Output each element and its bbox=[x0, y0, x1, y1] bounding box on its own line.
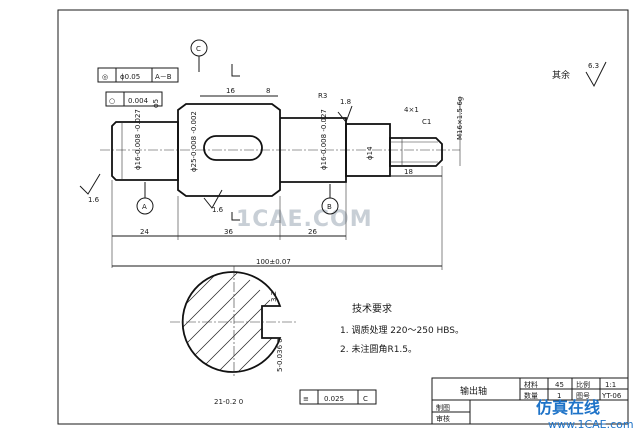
sec-keyw: 5-0.036 0 bbox=[276, 338, 284, 372]
roughness-key-icon bbox=[337, 105, 353, 123]
tolerance-frame-coaxiality bbox=[97, 67, 179, 83]
dim-thread-len: 18 bbox=[404, 168, 413, 176]
qty-value: 1 bbox=[557, 392, 561, 400]
roughness-mid-icon bbox=[203, 189, 223, 209]
tolerance-frame-symmetry bbox=[299, 389, 377, 405]
datum-c-label: C bbox=[196, 45, 201, 53]
dim-keyway-length: 16 bbox=[226, 87, 235, 95]
scale-label: 比例 bbox=[576, 380, 590, 389]
notes-title: 技术要求 bbox=[352, 302, 392, 315]
coaxiality-datum: A－B bbox=[155, 73, 172, 81]
material-label: 材料 bbox=[524, 380, 538, 389]
section-marker-bottom bbox=[231, 212, 240, 221]
roughness-key: 1.8 bbox=[340, 98, 351, 106]
qty-label: 数量 bbox=[524, 391, 538, 400]
dwg-value: YT-06 bbox=[601, 392, 622, 400]
datum-b-label: B bbox=[327, 203, 332, 211]
surface-finish-other: 其余 bbox=[552, 69, 570, 81]
dim-thread-relief: 4×1 bbox=[404, 106, 419, 114]
watermark-brand: 仿真在线 bbox=[536, 398, 600, 417]
dwg-label: 图号 bbox=[576, 392, 590, 400]
dim-d-right: ϕ16-0.008 -0.027 bbox=[320, 109, 328, 170]
thread bbox=[389, 137, 443, 167]
dim-radius: R3 bbox=[318, 92, 327, 100]
symmetry-symbol-icon: ≡ bbox=[303, 395, 309, 403]
roughness-mid: 1.6 bbox=[212, 206, 224, 214]
dim-d-neck: ϕ14 bbox=[366, 146, 374, 160]
sec-rough: 3.2 bbox=[270, 291, 278, 302]
material-value: 45 bbox=[555, 381, 564, 389]
tolerance-frame-cylindricity bbox=[105, 91, 163, 107]
dim-thread: M16×1.5-6g bbox=[456, 97, 464, 140]
surface-finish-icon bbox=[585, 61, 607, 88]
title-block bbox=[431, 377, 629, 425]
collar bbox=[177, 103, 281, 197]
notes-item-2: 2. 未注圆角R1.5。 bbox=[340, 343, 417, 355]
dim-len-mid: 36 bbox=[224, 228, 233, 236]
cylindricity-symbol-icon: ○ bbox=[109, 97, 115, 105]
drawn-label: 制图 bbox=[436, 403, 450, 412]
dim-d-left: ϕ16-0.008 -0.027 bbox=[134, 109, 142, 170]
shaft-main-view bbox=[100, 103, 460, 197]
checked-label: 审核 bbox=[436, 414, 450, 423]
coaxiality-value: ϕ0.05 bbox=[120, 73, 140, 81]
dim-total: 100±0.07 bbox=[256, 258, 291, 266]
section-view bbox=[170, 266, 296, 378]
coaxiality-symbol-icon: ◎ bbox=[102, 73, 108, 81]
roughness-left-icon bbox=[79, 173, 101, 195]
surface-finish-value: 6.3 bbox=[588, 62, 599, 70]
drawing-border bbox=[57, 9, 629, 425]
dimensions bbox=[111, 95, 461, 270]
dim-chamfer: C1 bbox=[422, 118, 431, 126]
dim-d-collar: ϕ25-0.008 -0.002 bbox=[190, 111, 198, 172]
cylindricity-value: 0.004 bbox=[128, 97, 149, 105]
symmetry-datum: C bbox=[363, 395, 368, 403]
roughness-left: 1.6 bbox=[88, 196, 100, 204]
dim-len-left: 24 bbox=[140, 228, 149, 236]
sec-width: 21-0.2 0 bbox=[214, 398, 243, 406]
watermark-main: 1CAE.COM bbox=[236, 207, 373, 232]
datum-a-label: A bbox=[142, 203, 147, 211]
watermark-url: www.1CAE.com bbox=[548, 418, 634, 431]
keyway bbox=[203, 135, 263, 161]
section-marker-top bbox=[231, 64, 240, 77]
scale-value: 1:1 bbox=[605, 381, 616, 389]
dim-len-right: 26 bbox=[308, 228, 317, 236]
symmetry-value: 0.025 bbox=[324, 395, 344, 403]
dim-keyway-pos: 8 bbox=[266, 87, 270, 95]
dim-d-key: ϕ5 bbox=[152, 99, 160, 108]
notes-item-1: 1. 调质处理 220～250 HBS。 bbox=[340, 324, 464, 336]
part-name: 输出轴 bbox=[460, 385, 487, 397]
